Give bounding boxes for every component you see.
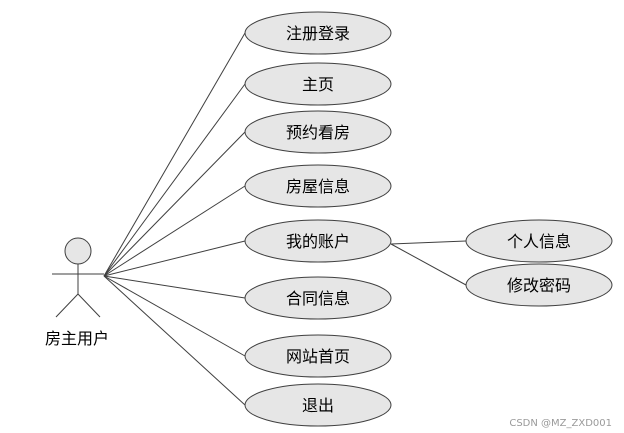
actor-label: 房主用户 bbox=[45, 329, 109, 348]
actor-head bbox=[64, 237, 92, 265]
use-case-ellipse[interactable] bbox=[244, 276, 392, 320]
sub-use-case-label: 修改密码 bbox=[507, 276, 571, 295]
include-line-change-password bbox=[390, 243, 467, 286]
use-case-label: 退出 bbox=[302, 396, 334, 415]
use-case-ellipse[interactable] bbox=[244, 11, 392, 55]
use-case-logout[interactable]: 退出 bbox=[244, 383, 392, 427]
sub-use-case-change-password[interactable]: 修改密码 bbox=[465, 263, 613, 307]
use-case-ellipse[interactable] bbox=[244, 164, 392, 208]
use-case-site-home[interactable]: 网站首页 bbox=[244, 334, 392, 378]
use-case-ellipse[interactable] bbox=[244, 219, 392, 263]
actor-figure bbox=[52, 237, 104, 318]
association-line-home bbox=[103, 83, 246, 277]
use-case-contract-info[interactable]: 合同信息 bbox=[244, 276, 392, 320]
use-case-label: 网站首页 bbox=[286, 347, 350, 366]
use-case-label: 房屋信息 bbox=[286, 177, 350, 196]
use-case-label: 合同信息 bbox=[286, 289, 350, 308]
association-line-register-login bbox=[103, 32, 246, 277]
actor-left-leg bbox=[55, 293, 79, 318]
association-lines bbox=[103, 32, 467, 406]
use-case-my-account[interactable]: 我的账户 bbox=[244, 219, 392, 263]
association-line-logout bbox=[103, 275, 246, 406]
actor-right-leg bbox=[77, 293, 101, 318]
association-line-book-viewing bbox=[103, 131, 246, 277]
association-line-my-account bbox=[103, 240, 246, 277]
use-case-ellipse[interactable] bbox=[244, 383, 392, 427]
use-case-label: 注册登录 bbox=[286, 24, 350, 43]
sub-use-case-ellipse[interactable] bbox=[465, 263, 613, 307]
sub-use-case-ellipse[interactable] bbox=[465, 219, 613, 263]
watermark: CSDN @MZ_ZXD001 bbox=[509, 418, 612, 429]
association-line-house-info bbox=[103, 185, 246, 277]
use-case-register-login[interactable]: 注册登录 bbox=[244, 11, 392, 55]
use-case-ellipse[interactable] bbox=[244, 62, 392, 106]
association-line-site-home bbox=[103, 275, 246, 357]
use-case-home[interactable]: 主页 bbox=[244, 62, 392, 106]
sub-use-case-personal-info[interactable]: 个人信息 bbox=[465, 219, 613, 263]
use-case-ellipse[interactable] bbox=[244, 110, 392, 154]
use-case-label: 预约看房 bbox=[286, 123, 350, 142]
include-line-personal-info bbox=[390, 240, 467, 245]
use-case-label: 我的账户 bbox=[286, 232, 350, 251]
use-case-label: 主页 bbox=[302, 75, 334, 94]
use-case-book-viewing[interactable]: 预约看房 bbox=[244, 110, 392, 154]
association-line-contract-info bbox=[103, 275, 246, 299]
use-case-house-info[interactable]: 房屋信息 bbox=[244, 164, 392, 208]
sub-use-case-label: 个人信息 bbox=[507, 232, 571, 251]
use-case-ellipse[interactable] bbox=[244, 334, 392, 378]
